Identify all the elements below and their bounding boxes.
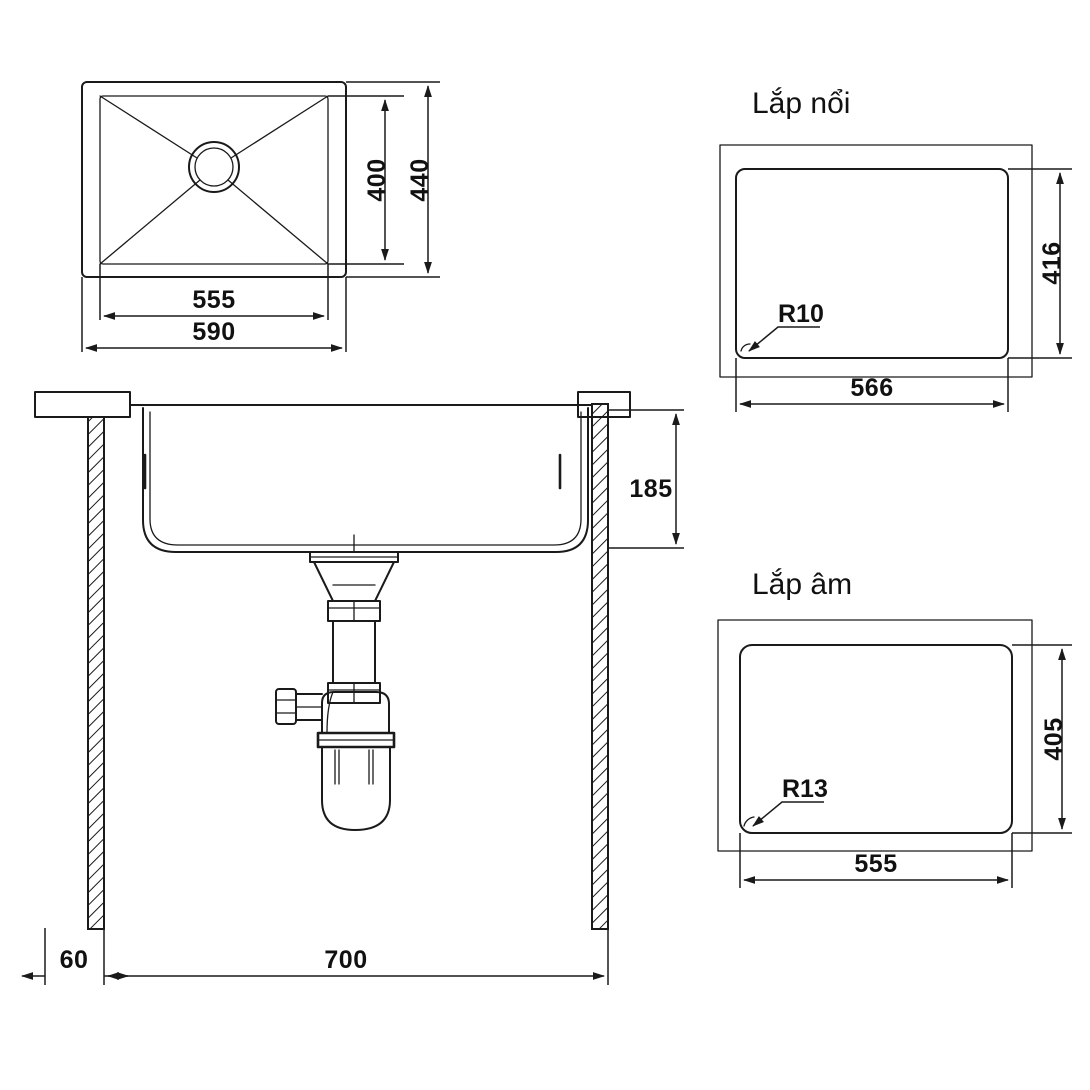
section-view: 185 60 700	[21, 391, 684, 985]
trap-cup	[321, 746, 391, 831]
undermount-title: Lắp âm	[752, 568, 852, 601]
flush-cutout-rect	[735, 168, 1009, 359]
flush-radius-leader	[748, 326, 820, 352]
plan-drain-inner-circle	[194, 147, 234, 187]
section-left-countertop	[34, 391, 131, 418]
undermount-radius-label-r13: R13	[782, 775, 828, 803]
plan-outer-rim	[81, 81, 347, 278]
section-dim-label-60: 60	[60, 946, 89, 974]
drain-taper-body	[313, 561, 395, 602]
plan-inner-bowl	[99, 95, 329, 265]
trap-body-upper	[321, 691, 390, 734]
plan-slope-line-bl	[99, 179, 201, 265]
plan-dim-label-590: 590	[192, 318, 235, 346]
drain-tailpipe	[332, 620, 376, 684]
flush-radius-label-r10: R10	[778, 300, 824, 328]
plan-dim-label-400: 400	[363, 158, 391, 201]
section-dim-label-185: 185	[629, 475, 672, 503]
plan-dim-label-555: 555	[192, 286, 235, 314]
undermount-dim-label-555: 555	[854, 850, 897, 878]
undermount-dim-label-405: 405	[1040, 717, 1068, 760]
undermount-radius-arc-mark	[743, 816, 755, 827]
plan-slope-line-tl	[99, 95, 198, 159]
section-bowl-outline	[142, 407, 589, 553]
plan-slope-line-tr	[230, 95, 329, 159]
plan-dim-label-440: 440	[406, 158, 434, 201]
plan-slope-line-br	[227, 179, 329, 265]
flush-outer-panel	[719, 144, 1033, 378]
drain-trap-assembly	[275, 534, 399, 831]
trap-branch-cap	[275, 688, 297, 725]
section-bowl-inner-line	[149, 411, 582, 546]
trap-inner-curve	[326, 691, 334, 734]
undermount-view: Lắp âm 405 555 R13	[717, 568, 1072, 888]
plan-view: 400 440 555 590	[81, 81, 440, 352]
flush-dim-label-416: 416	[1038, 241, 1066, 284]
flush-dim-label-566: 566	[850, 374, 893, 402]
flush-mount-view: Lắp nổi 416 566 R10	[719, 87, 1072, 412]
flush-radius-arc-mark	[740, 343, 751, 352]
flush-mount-title: Lắp nổi	[752, 87, 850, 120]
section-right-cabinet-wall	[591, 403, 609, 930]
section-dim-label-700: 700	[324, 946, 367, 974]
undermount-outer-panel	[717, 619, 1033, 852]
plan-drain-outer-circle	[188, 141, 240, 193]
section-left-cabinet-wall	[87, 416, 105, 930]
undermount-radius-leader	[752, 801, 824, 827]
undermount-cutout-rect	[739, 644, 1013, 834]
